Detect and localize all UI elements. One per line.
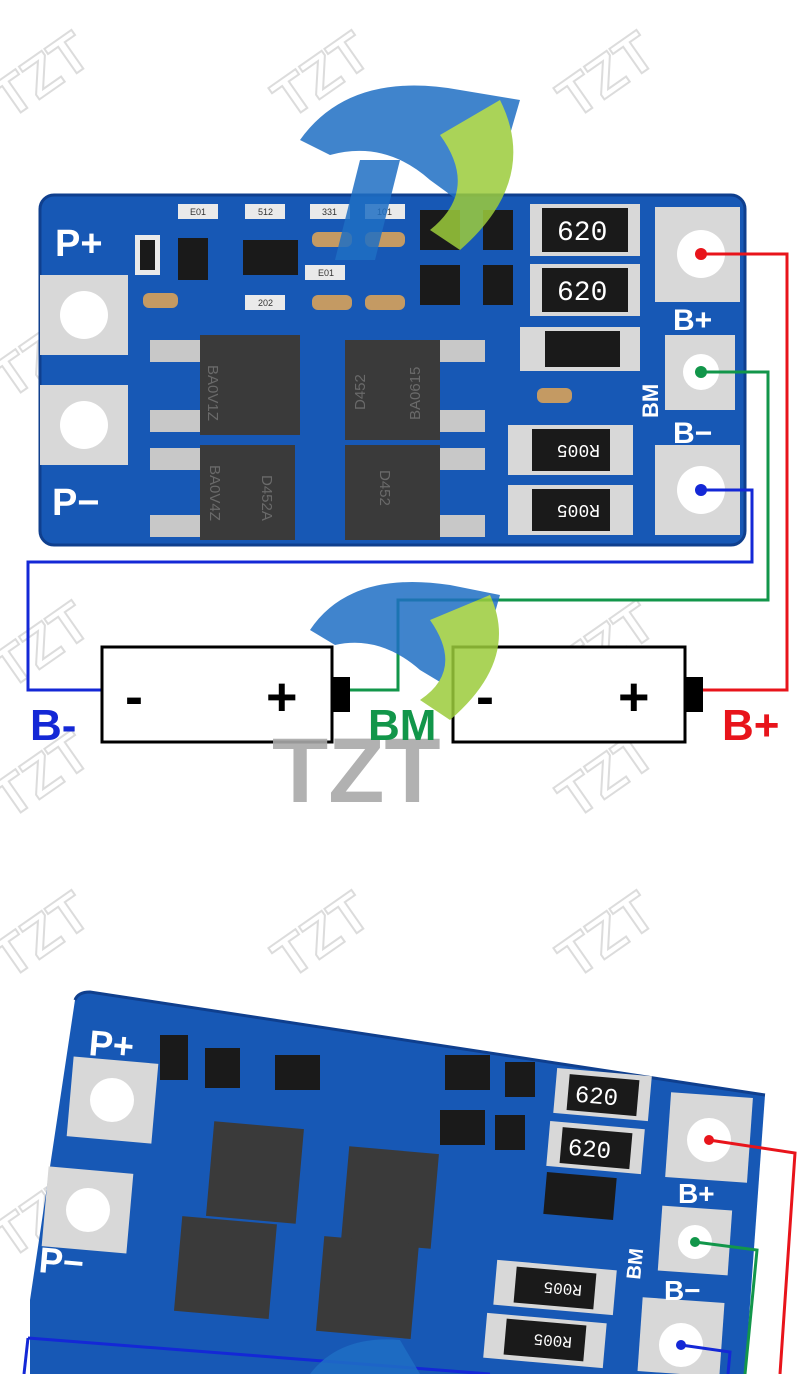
watermark-text: TZT [0, 589, 101, 699]
b-minus-board-label: B− [673, 417, 712, 450]
shunt-r005-photo-bottom: R005 [533, 1329, 573, 1350]
bm-wire [345, 370, 770, 692]
svg-text:512: 512 [258, 207, 273, 217]
terminal-b-minus-label: B- [30, 701, 76, 750]
mosfet-label: D452A [258, 475, 275, 521]
shunt-r005-top: R005 [557, 439, 600, 459]
watermark-text: TZT [261, 879, 381, 989]
brand-logo-icon [310, 1339, 420, 1374]
smd-components: E01 512 331 101 E01 202 [135, 204, 572, 403]
brand-wordmark: TZT [272, 720, 441, 822]
watermark-text: TZT [0, 19, 101, 129]
p-minus-label-photo: P− [37, 1239, 85, 1284]
watermark-text: TZT [546, 879, 666, 989]
shunt-r005-photo-top: R005 [543, 1277, 583, 1298]
bms-board-top: P+ P− B+ B− BM 620 620 R005 R005 [38, 193, 747, 547]
battery-1-negative: - [125, 667, 143, 727]
mosfet-label: D452 [376, 470, 393, 506]
mosfet-group: BA0V1Z D452 BA0615 D452A BA0V4Z D452 [150, 335, 485, 540]
b-plus-wire [701, 252, 789, 692]
mosfet-label: BA0V1Z [204, 365, 221, 421]
wiring [26, 252, 789, 692]
mosfet-label: BA0V4Z [206, 465, 223, 521]
terminal-b-plus-label: B+ [722, 701, 779, 750]
brand-logo-icon [310, 582, 500, 720]
resistor-620-photo-bottom: 620 [567, 1136, 612, 1167]
b-minus-wire [26, 488, 754, 692]
b-plus-board-label: B+ [673, 304, 712, 337]
svg-text:E01: E01 [318, 268, 334, 278]
resistor-620-photo-top: 620 [574, 1083, 619, 1114]
resistor-620-bottom: 620 [557, 278, 607, 309]
brand-logo-icon [300, 85, 520, 260]
bm-board-label: BM [638, 384, 663, 418]
shunt-r005-bottom: R005 [557, 499, 600, 519]
b-minus-label-photo: B− [664, 1275, 701, 1306]
b-plus-label-photo: B+ [678, 1178, 715, 1209]
p-plus-label-photo: P+ [87, 1022, 135, 1067]
p-minus-label: P− [52, 482, 100, 524]
battery-1: - + [100, 645, 350, 744]
svg-text:E01: E01 [190, 207, 206, 217]
terminal-bm-label: BM [368, 701, 436, 750]
bm-label-photo: BM [623, 1247, 648, 1280]
svg-text:202: 202 [258, 298, 273, 308]
mosfet-label: BA0615 [407, 367, 424, 420]
watermark-text: TZT [0, 879, 101, 989]
battery-2-positive: + [618, 667, 650, 727]
watermark-text: TZT [546, 19, 666, 129]
svg-text:331: 331 [322, 207, 337, 217]
resistor-620-top: 620 [557, 218, 607, 249]
bms-board-bottom: P+ P− B+ B− BM 620 620 R005 R005 [30, 990, 766, 1377]
p-plus-label: P+ [55, 223, 103, 265]
mosfet-label: D452 [352, 374, 369, 410]
battery-1-positive: + [266, 667, 298, 727]
